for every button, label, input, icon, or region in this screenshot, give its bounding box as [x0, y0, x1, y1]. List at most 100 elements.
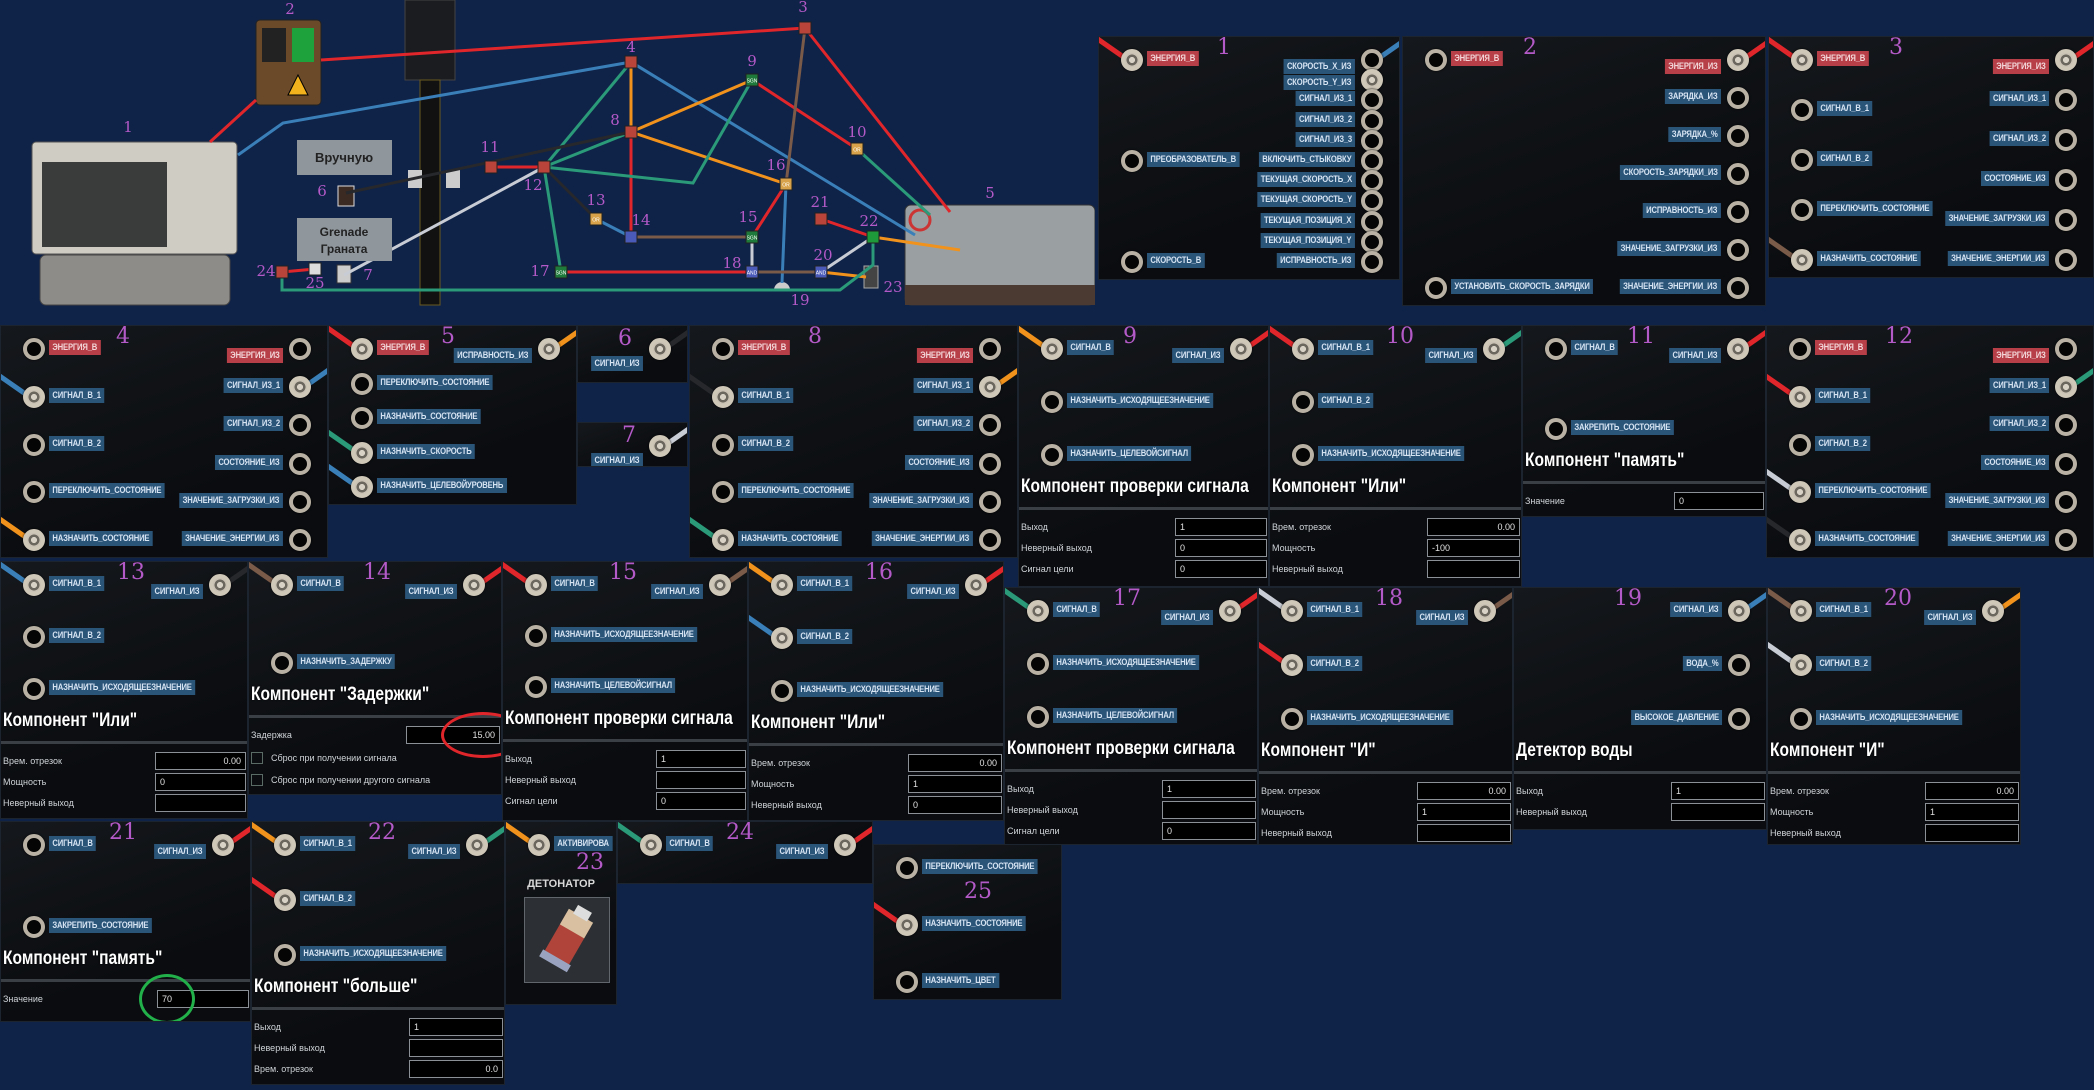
- connector-port-connected[interactable]: [1791, 249, 1813, 271]
- connector-port[interactable]: [2055, 249, 2077, 271]
- connector-port-connected[interactable]: [351, 338, 373, 360]
- connector-port[interactable]: [1425, 277, 1447, 299]
- connector-port[interactable]: [1361, 210, 1383, 233]
- field-input[interactable]: 0.0: [409, 1060, 503, 1078]
- connector-port[interactable]: [1361, 230, 1383, 253]
- connector-port-connected[interactable]: [712, 529, 734, 551]
- connector-port[interactable]: [979, 414, 1001, 437]
- connector-port[interactable]: [1727, 201, 1749, 223]
- connector-port[interactable]: [1791, 199, 1813, 221]
- connector-port-connected[interactable]: [274, 834, 296, 856]
- connector-port[interactable]: [1791, 99, 1813, 121]
- field-input[interactable]: 0: [908, 796, 1002, 814]
- connector-port[interactable]: [2055, 129, 2077, 151]
- connector-port[interactable]: [271, 652, 293, 674]
- door-button-right[interactable]: [446, 170, 460, 188]
- connector-port-connected[interactable]: [528, 834, 550, 856]
- manual-button[interactable]: [297, 140, 392, 175]
- connector-port[interactable]: [289, 414, 311, 437]
- component-node-22[interactable]: [866, 230, 880, 244]
- component-node-14[interactable]: [624, 230, 638, 244]
- connector-port[interactable]: [1361, 190, 1383, 213]
- field-input[interactable]: [1925, 824, 2019, 842]
- component-node-16[interactable]: [779, 177, 793, 191]
- connector-port[interactable]: [1121, 150, 1143, 172]
- connector-port[interactable]: [2055, 89, 2077, 111]
- component-node-11[interactable]: [484, 160, 498, 174]
- connector-port[interactable]: [1727, 163, 1749, 185]
- connector-port-connected[interactable]: [351, 476, 373, 498]
- connector-port-connected[interactable]: [1027, 600, 1049, 622]
- field-input[interactable]: [1671, 803, 1765, 821]
- connector-port-connected[interactable]: [1790, 654, 1812, 676]
- connector-port-connected[interactable]: [1041, 338, 1063, 360]
- connector-port[interactable]: [1292, 444, 1314, 466]
- connector-port[interactable]: [1041, 444, 1063, 466]
- connector-port[interactable]: [979, 490, 1001, 513]
- connector-port[interactable]: [525, 676, 547, 698]
- connector-port[interactable]: [23, 834, 45, 856]
- field-input[interactable]: 1: [1671, 782, 1765, 800]
- field-input[interactable]: 0: [656, 792, 746, 810]
- checkbox[interactable]: [251, 752, 263, 764]
- connector-port[interactable]: [1121, 251, 1143, 273]
- connector-port-connected[interactable]: [2055, 376, 2077, 399]
- connector-port-connected[interactable]: [23, 529, 45, 551]
- connector-port-connected[interactable]: [212, 834, 234, 856]
- connector-port[interactable]: [712, 338, 734, 360]
- connector-port[interactable]: [289, 490, 311, 513]
- connector-port[interactable]: [771, 680, 793, 702]
- connector-port-connected[interactable]: [1230, 338, 1252, 360]
- connector-port-connected[interactable]: [1121, 49, 1143, 71]
- connector-port[interactable]: [351, 407, 373, 429]
- field-input[interactable]: 0: [1175, 560, 1267, 578]
- connector-port-connected[interactable]: [640, 834, 662, 856]
- connector-port-connected[interactable]: [896, 914, 918, 936]
- connector-port[interactable]: [1361, 170, 1383, 193]
- connector-port[interactable]: [1728, 708, 1750, 730]
- checkbox[interactable]: [251, 774, 263, 786]
- connector-port-connected[interactable]: [649, 435, 671, 457]
- component-node-24[interactable]: [275, 265, 289, 279]
- detonator-item-slot[interactable]: [524, 897, 610, 983]
- field-input[interactable]: [1162, 801, 1256, 819]
- connector-port-connected[interactable]: [1728, 600, 1750, 622]
- connector-port[interactable]: [979, 452, 1001, 475]
- connector-port[interactable]: [1728, 654, 1750, 676]
- connector-port-connected[interactable]: [466, 834, 488, 856]
- connector-port[interactable]: [289, 452, 311, 475]
- field-input[interactable]: 0.00: [155, 752, 246, 770]
- component-node-12[interactable]: [537, 160, 551, 174]
- connector-port[interactable]: [2055, 414, 2077, 437]
- connector-port[interactable]: [2055, 490, 2077, 513]
- connector-port[interactable]: [1727, 239, 1749, 261]
- connector-port-connected[interactable]: [209, 574, 231, 596]
- field-input[interactable]: 1: [1925, 803, 2019, 821]
- connector-port[interactable]: [525, 625, 547, 647]
- connector-port-connected[interactable]: [2055, 49, 2077, 71]
- lever-device[interactable]: [337, 185, 355, 207]
- connector-port[interactable]: [1361, 49, 1383, 71]
- field-input[interactable]: [656, 771, 746, 789]
- connector-port[interactable]: [712, 433, 734, 456]
- field-input[interactable]: 1: [409, 1018, 503, 1036]
- connector-port[interactable]: [289, 338, 311, 360]
- connector-port[interactable]: [1027, 653, 1049, 675]
- connector-port[interactable]: [1545, 338, 1567, 360]
- connector-port-connected[interactable]: [23, 574, 45, 596]
- component-node-10[interactable]: [850, 142, 864, 156]
- component-node-3[interactable]: [798, 21, 812, 35]
- connector-port[interactable]: [1790, 708, 1812, 730]
- connector-port[interactable]: [896, 857, 918, 879]
- connector-port[interactable]: [23, 481, 45, 504]
- component-node-20[interactable]: [814, 265, 828, 279]
- field-input[interactable]: 0.00: [908, 754, 1002, 772]
- connector-port[interactable]: [979, 529, 1001, 551]
- field-input[interactable]: 0: [1175, 539, 1267, 557]
- connector-port[interactable]: [1789, 433, 1811, 456]
- component-node-17[interactable]: [554, 265, 568, 279]
- connector-port-connected[interactable]: [1789, 529, 1811, 551]
- connector-port[interactable]: [1361, 89, 1383, 112]
- connector-port-connected[interactable]: [712, 385, 734, 408]
- connector-port[interactable]: [1425, 49, 1447, 71]
